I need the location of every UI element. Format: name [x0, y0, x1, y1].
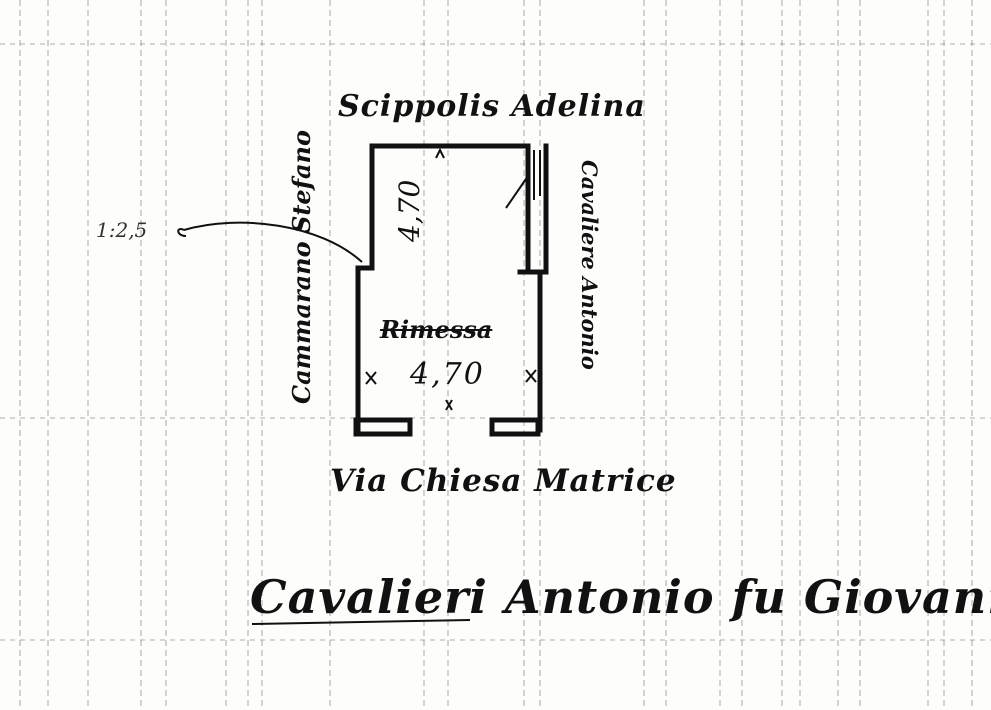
north-owner-label: Scippolis Adelina — [338, 89, 646, 124]
side-mark-label: 1:2,5 — [96, 218, 148, 242]
street-label: Via Chiesa Matrice — [330, 463, 677, 499]
building-outline — [353, 143, 549, 437]
annex-hatching — [505, 150, 541, 209]
leader-line — [183, 221, 363, 263]
dimension-marks — [365, 147, 537, 411]
room-name-label: Rimessa — [380, 315, 493, 344]
leader-hook — [177, 228, 187, 237]
room-area-label: 4,70 — [410, 357, 485, 392]
vertical-grid-lines — [19, 0, 973, 710]
owner-name: Cavalieri Antonio fu Giovanni — [250, 570, 991, 624]
east-owner-label: Cavaliere Antonio — [577, 160, 602, 370]
horizontal-grid-lines — [0, 43, 991, 641]
owner-underline — [251, 619, 471, 625]
upper-measure-label: 4,70 — [393, 179, 426, 242]
west-owner-label: Cammarano Stefano — [287, 129, 316, 404]
